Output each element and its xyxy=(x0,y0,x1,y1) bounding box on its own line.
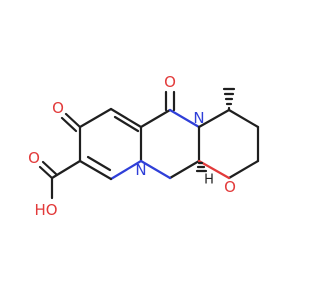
oxazine-ring xyxy=(197,108,260,180)
bond xyxy=(139,108,172,129)
bond xyxy=(197,108,231,129)
bond xyxy=(109,107,143,129)
h-hashed-wedge xyxy=(195,161,208,173)
bond xyxy=(41,160,58,176)
bond xyxy=(227,159,260,180)
ketone-left xyxy=(60,112,82,133)
atom-h-stereo: H xyxy=(204,173,214,188)
atom-o-ring: O xyxy=(224,178,236,196)
ketone-top xyxy=(164,90,176,112)
atom-o-ketone-top: O xyxy=(164,73,176,91)
bond xyxy=(139,159,172,180)
bond xyxy=(38,165,54,180)
atom-labels: O O O HO O N N H xyxy=(28,73,236,219)
bond xyxy=(78,107,113,129)
pyridone-ring xyxy=(78,107,143,181)
bond xyxy=(109,159,143,181)
bond xyxy=(64,112,82,129)
carboxylic-acid xyxy=(38,159,82,200)
atom-n-right: N xyxy=(193,109,204,127)
bond xyxy=(227,108,260,129)
central-ring xyxy=(139,108,201,180)
methyl-hashed-wedge xyxy=(222,87,236,112)
bond xyxy=(168,108,201,129)
atom-o-acid: O xyxy=(28,149,40,167)
bond-double-inner xyxy=(113,115,140,133)
bond xyxy=(78,159,113,181)
atom-o-ketone-left: O xyxy=(52,99,64,117)
atom-n-left: N xyxy=(135,161,146,179)
bond xyxy=(60,116,78,133)
molecule-structure: O O O HO O N N H xyxy=(28,73,260,219)
bond xyxy=(168,159,201,180)
bond xyxy=(50,159,82,180)
bond xyxy=(197,159,231,180)
bond-double-inner xyxy=(86,155,112,172)
atom-hydroxyl: HO xyxy=(34,201,57,219)
